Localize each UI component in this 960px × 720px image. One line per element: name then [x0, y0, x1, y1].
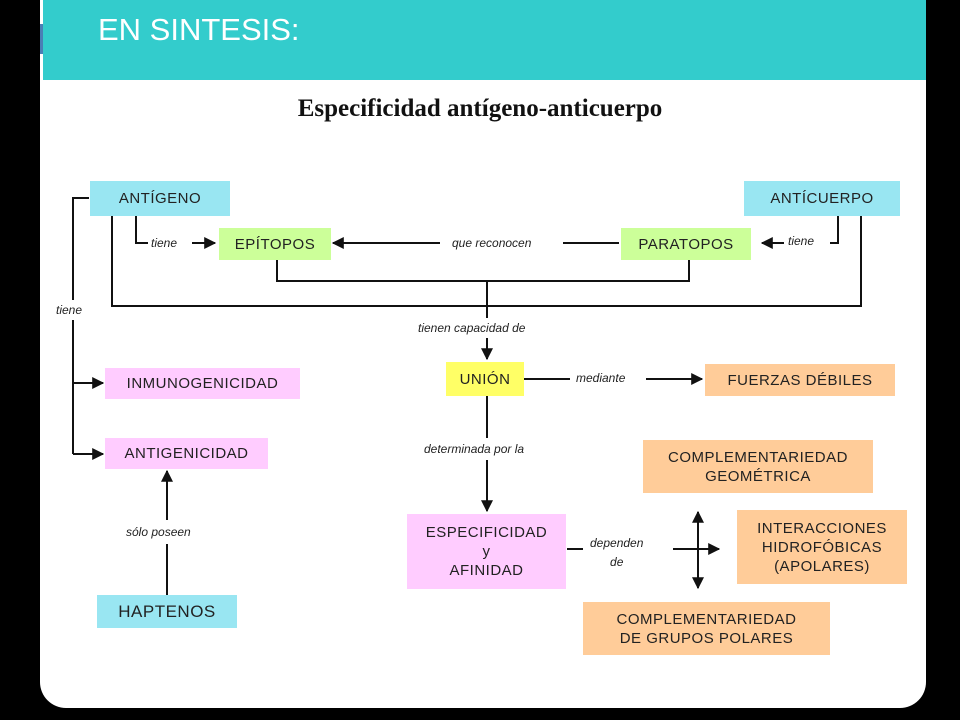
diagram-title: Especificidad antígeno-anticuerpo [297, 95, 663, 122]
node-haptenos: HAPTENOS [97, 595, 237, 628]
edge-epitopos-paratopos-bracket [276, 260, 690, 282]
node-fuerzas-debiles: FUERZAS DÉBILES [705, 364, 895, 396]
node-epitopos: EPÍTOPOS [219, 228, 331, 260]
edge-anticuerpo-paratopos [830, 216, 839, 244]
edge-label-tienen-capacidad: tienen capacidad de [418, 321, 526, 335]
slide-title: EN SINTESIS: [98, 12, 300, 47]
node-complementariedad-polares: COMPLEMENTARIEDAD DE GRUPOS POLARES [583, 602, 830, 655]
node-union: UNIÓN [446, 362, 524, 396]
node-inmunogenicidad: INMUNOGENICIDAD [105, 368, 300, 399]
edge-label-tiene-right: tiene [788, 234, 815, 248]
edge-label-mediante: mediante [576, 371, 626, 385]
node-interacciones-hidrofobicas: INTERACCIONES HIDROFÓBICAS (APOLARES) [737, 510, 907, 584]
edge-label-que-reconocen: que reconocen [452, 236, 532, 250]
edge-label-tiene-left: tiene [151, 236, 178, 250]
edge-label-dependen-de: dependen de [590, 536, 644, 569]
node-especificidad-afinidad: ESPECIFICIDAD y AFINIDAD [407, 514, 566, 589]
node-paratopos: PARATOPOS [621, 228, 751, 260]
header-bar: EN SINTESIS: [43, 0, 926, 80]
node-antigeno: ANTÍGENO [90, 181, 230, 216]
edge-label-determinada: determinada por la [424, 442, 525, 456]
node-anticuerpo: ANTÍCUERPO [744, 181, 900, 216]
edge-antigeno-epitopos [135, 216, 148, 244]
edge-antigeno-side [72, 197, 89, 300]
node-complementariedad-geometrica: COMPLEMENTARIEDAD GEOMÉTRICA [643, 440, 873, 493]
accent-strip [40, 24, 43, 54]
edge-label-solo-poseen: sólo poseen [126, 525, 191, 539]
edge-label-tiene-side: tiene [56, 303, 83, 317]
node-antigenicidad: ANTIGENICIDAD [105, 438, 268, 469]
